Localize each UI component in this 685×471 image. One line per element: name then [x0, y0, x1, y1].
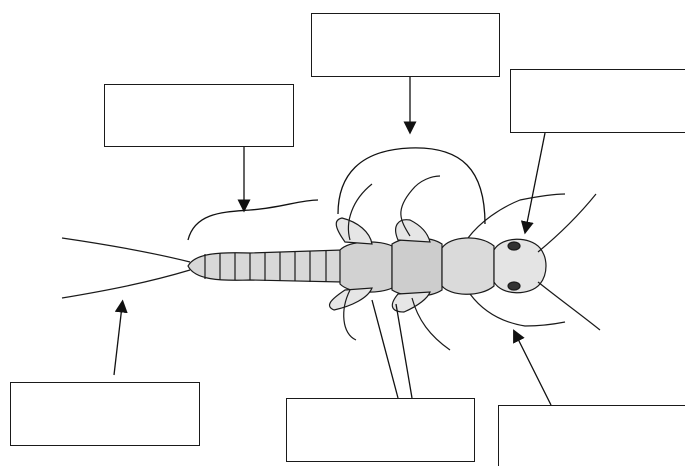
pronotum	[442, 238, 494, 294]
wing-pad-lower-rear	[330, 288, 372, 310]
leg-front-upper	[468, 194, 565, 238]
cercus-lower	[62, 270, 190, 298]
wing-pad-lower-front	[392, 292, 430, 312]
cercus-upper	[62, 238, 190, 262]
label-box-cerci[interactable]	[10, 382, 200, 446]
insect-drawing	[62, 176, 600, 350]
metathorax	[340, 242, 392, 292]
eye-upper	[508, 242, 520, 250]
label-box-thorax[interactable]	[311, 13, 500, 77]
label-box-abdomen[interactable]	[104, 84, 294, 147]
antenna-upper	[538, 194, 596, 252]
arrow-head	[526, 133, 545, 228]
thorax-brace	[338, 148, 485, 224]
abdomen-brace	[188, 200, 318, 240]
leg-mid-lower	[412, 298, 450, 350]
arrow-legs	[516, 335, 551, 405]
line-wing-pad-b	[396, 304, 412, 398]
line-wing-pad-a	[372, 300, 398, 398]
wing-pad-upper-rear	[336, 218, 372, 244]
eye-lower	[508, 282, 520, 290]
label-box-head[interactable]	[510, 69, 685, 133]
arrow-cerci	[114, 306, 122, 375]
wing-pad-upper-front	[396, 220, 430, 242]
antenna-lower	[538, 282, 600, 330]
mesothorax	[392, 238, 442, 296]
label-box-wing-pads[interactable]	[286, 398, 475, 462]
label-box-legs[interactable]	[498, 405, 685, 466]
leg-front-lower	[470, 294, 565, 326]
